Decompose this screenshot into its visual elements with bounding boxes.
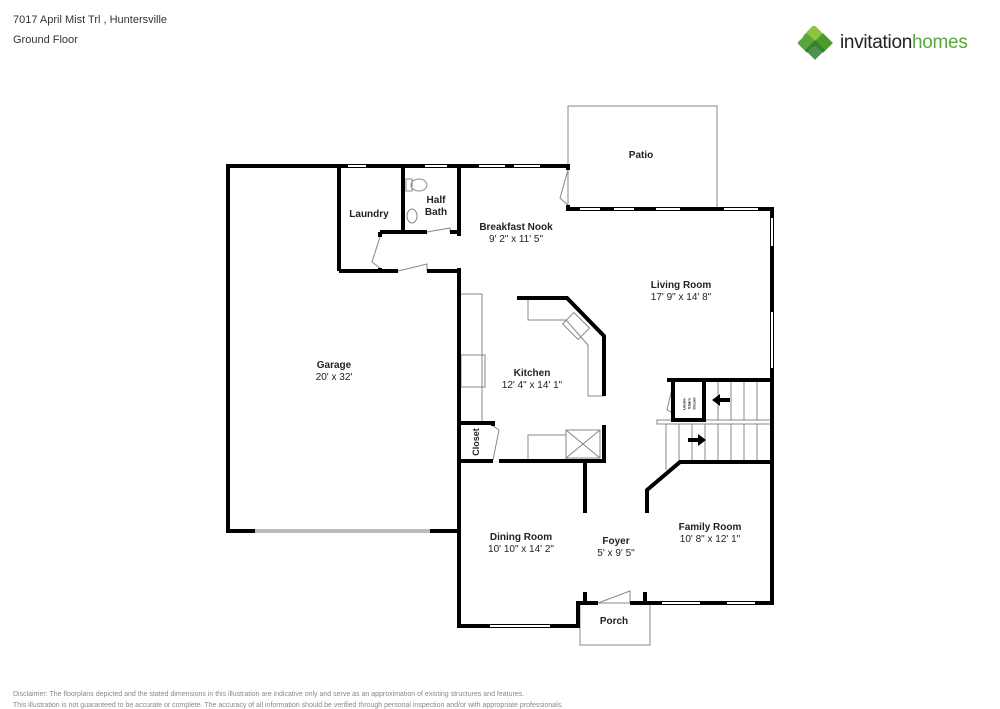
room-dims-kitchen: 12' 4" x 14' 1": [501, 380, 563, 391]
room-label-living-room: Living Room: [650, 280, 712, 291]
room-label-patio: Patio: [628, 150, 654, 161]
room-dims-living-room: 17' 9" x 14' 8": [650, 292, 712, 303]
logo-text-homes: homes: [912, 32, 968, 53]
room-label-kitchen: Kitchen: [513, 368, 551, 379]
stove: [460, 354, 486, 388]
door-swing: [492, 425, 500, 461]
room-label-closet: Closet: [471, 428, 481, 456]
door-swing: [371, 236, 381, 269]
room-label-laundry: Laundry: [349, 209, 389, 220]
room-label-under-stairs-closet: Under-Stairs Closet: [681, 397, 697, 410]
room-label-porch: Porch: [599, 616, 629, 627]
kitchen-island-counter: [527, 300, 604, 397]
windows: [348, 165, 773, 627]
room-label-half-bath: Half Bath: [424, 195, 448, 218]
room-label-breakfast-nook: Breakfast Nook: [479, 222, 553, 233]
sink-icon: [561, 311, 591, 341]
room-label-garage: Garage: [316, 360, 352, 371]
property-address: 7017 April Mist Trl , Huntersville: [13, 14, 168, 26]
arrow-left-icon: [712, 394, 730, 406]
fridge: [565, 429, 601, 459]
room-dims-family-room: 10' 8" x 12' 1": [679, 534, 741, 545]
room-label-foyer: Foyer: [602, 536, 630, 547]
logo-mark-icon: [798, 26, 833, 60]
room-dims-dining-room: 10' 10" x 14' 2": [488, 544, 554, 555]
door-swing: [597, 590, 631, 604]
stair-treads: [665, 380, 758, 470]
floor-name: Ground Floor: [13, 34, 78, 46]
disclaimer-line-2: This illustration is not guaranteed to b…: [13, 702, 564, 709]
room-dims-breakfast-nook: 9' 2" x 11' 5": [488, 234, 544, 245]
invitation-homes-logo: invitationhomes: [798, 26, 968, 60]
room-label-dining-room: Dining Room: [489, 532, 553, 543]
kitchen-counter: [459, 293, 483, 423]
logo-text-invitation: invitation: [840, 32, 912, 53]
arrow-right-icon: [688, 434, 706, 446]
bath-sink-icon: [406, 208, 418, 224]
door-swing: [426, 227, 451, 233]
room-label-family-room: Family Room: [678, 522, 742, 533]
disclaimer-line-1: Disclaimer: The floorplans depicted and …: [13, 691, 525, 698]
room-dims-foyer: 5' x 9' 5": [597, 548, 635, 559]
room-dims-garage: 20' x 32': [315, 372, 353, 383]
counter-bottom: [527, 434, 567, 462]
door-swing: [559, 169, 569, 206]
stair-arrows: [688, 394, 730, 446]
toilet-icon: [410, 178, 428, 192]
door-swing: [397, 263, 428, 272]
